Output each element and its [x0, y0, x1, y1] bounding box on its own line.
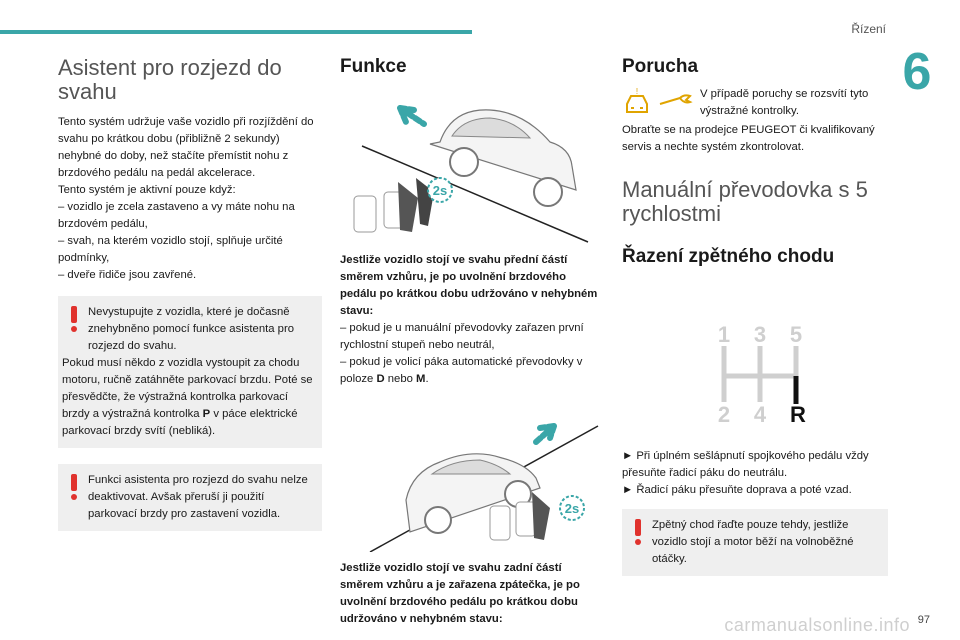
section-name: Řízení	[851, 22, 886, 36]
watermark-url: carmanualsonline.info	[724, 615, 910, 635]
illustration-uphill-forward: 2s	[340, 86, 602, 244]
warning-text: Funkci asistenta pro rozjezd do svahu ne…	[88, 474, 308, 520]
gear-1: 1	[718, 322, 730, 347]
timer-badge: 2s	[433, 183, 447, 198]
paragraph: Tento systém je aktivní pouze když:	[58, 184, 236, 196]
instruction-step: ► Řadicí páku přesuňte doprava a poté vz…	[622, 484, 852, 496]
list-item: – vozidlo je zcela zastaveno a vy máte n…	[58, 201, 295, 230]
warning-text: Zpětný chod řaďte pouze tehdy, jestliže …	[652, 519, 854, 565]
instruction-step: ► Při úplném sešlápnutí spojkového pedál…	[622, 450, 869, 479]
gear-5: 5	[790, 322, 802, 347]
car-warning-icon: !	[626, 88, 648, 113]
fault-text: Obraťte se na prodejce PEUGEOT či kvalif…	[622, 124, 875, 153]
illustration-uphill-reverse: 2s	[340, 402, 602, 553]
list-item: – pokud je u manuální převodovky zařazen…	[340, 322, 584, 351]
header-bar	[0, 30, 472, 34]
caption: Jestliže vozidlo stojí ve svahu zadní čá…	[340, 562, 580, 625]
warning-icon	[635, 519, 641, 545]
wrench-icon	[659, 94, 693, 105]
car-uphill-forward-icon: 2s	[353, 105, 589, 243]
section-title-hill-start: Asistent pro rozjezd do svahu	[58, 55, 282, 104]
column-fault-gearbox: Porucha ! V případě poruchy se rozsvítí …	[622, 56, 888, 576]
caption: Jestliže vozidlo stojí ve svahu přední č…	[340, 254, 598, 317]
warning-text: v páce elektrické parkovací brzdy svítí …	[62, 408, 298, 437]
list-item: – dveře řidiče jsou zavřené.	[58, 269, 197, 281]
section-title-gearbox: Manuální převodovka s 5 rychlostmi	[622, 177, 868, 226]
section-title-function: Funkce	[340, 56, 407, 77]
page-number: 97	[917, 614, 930, 626]
warning-box: Zpětný chod řaďte pouze tehdy, jestliže …	[622, 509, 888, 576]
car-uphill-reverse-icon: 2s	[369, 423, 599, 553]
timer-badge: 2s	[565, 501, 579, 516]
column-hill-start: Asistent pro rozjezd do svahu Tento syst…	[58, 56, 322, 531]
fault-text: V případě poruchy se rozsvítí tyto výstr…	[700, 88, 869, 117]
gear-3: 3	[754, 322, 766, 347]
chapter-number: 6	[902, 43, 932, 101]
gear-r: R	[790, 402, 806, 424]
warning-text: Nevystupujte z vozidla, které je dočasně…	[88, 306, 294, 352]
fault-notice: ! V případě poruchy se rozsvítí tyto výs…	[622, 86, 888, 122]
gear-4: 4	[754, 402, 767, 424]
warning-text-bold: P	[202, 408, 211, 420]
list-item: – svah, na kterém vozidlo stojí, splňuje…	[58, 235, 283, 264]
list-item: – pokud je volicí páka automatické převo…	[340, 356, 583, 385]
warning-box: Funkci asistenta pro rozjezd do svahu ne…	[58, 464, 322, 531]
gear-shift-pattern: 1 3 5 2 4 R	[622, 276, 888, 427]
warning-text: Pokud musí někdo z vozidla vystoupit za …	[62, 357, 313, 420]
section-title-reverse: Řazení zpětného chodu	[622, 246, 835, 267]
warning-box: Nevystupujte z vozidla, které je dočasně…	[58, 296, 322, 448]
paragraph: Tento systém udržuje vaše vozidlo při ro…	[58, 116, 314, 179]
svg-text:!: !	[636, 88, 638, 96]
warning-icon	[71, 306, 77, 332]
gear-pattern-icon: 1 3 5 2 4 R	[718, 322, 806, 427]
section-title-fault: Porucha	[622, 56, 699, 77]
column-function: Funkce 2s Jestliže vozidlo stojí ve svah…	[340, 56, 602, 628]
gear-2: 2	[718, 402, 730, 424]
warning-icon	[71, 474, 77, 500]
